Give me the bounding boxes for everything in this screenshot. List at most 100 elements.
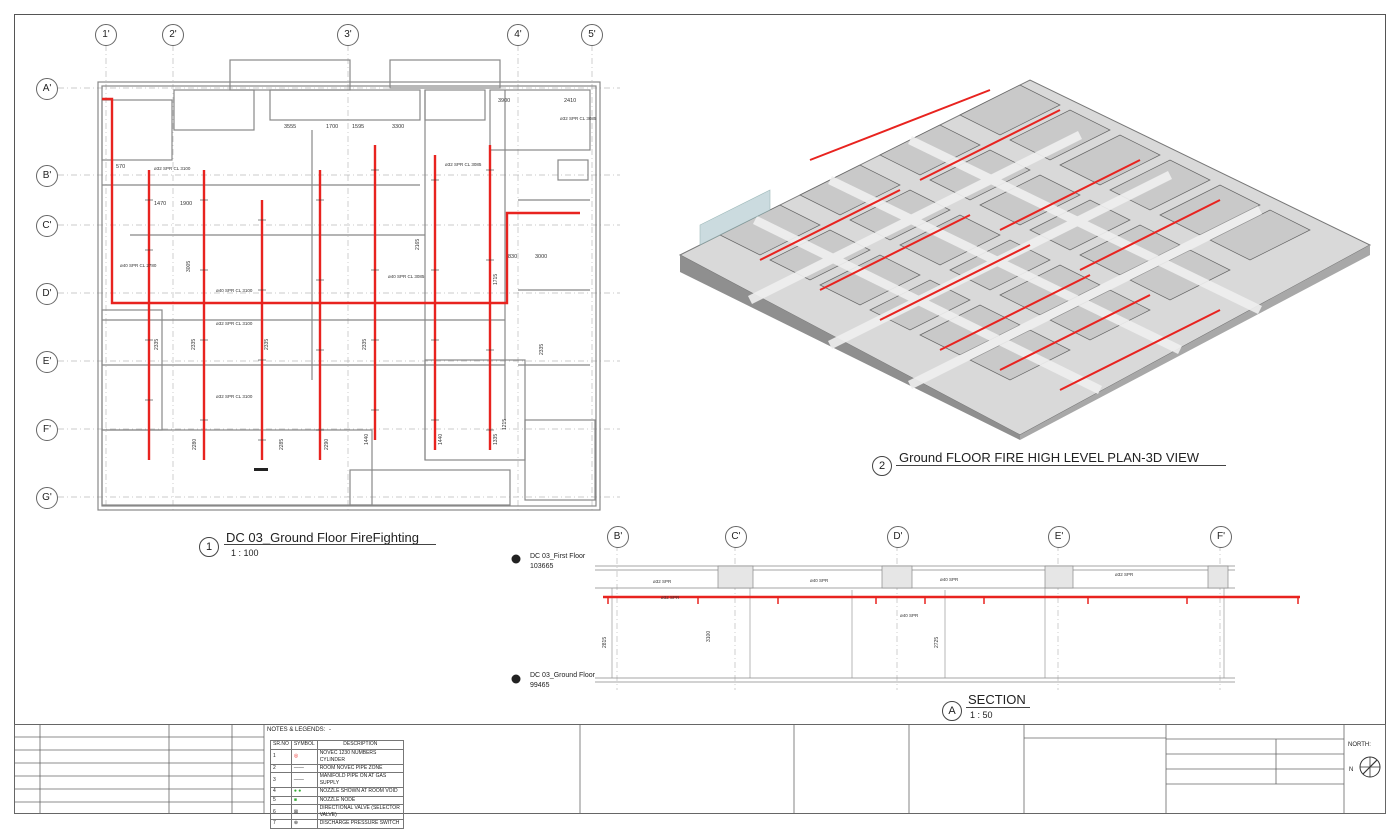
section-drawing: ø32 SPR ø32 SPR ø40 SPR ø40 SPR ø40 SPR … [511, 545, 1300, 690]
legend-row: 2—— ROOM NOVEC PIPE ZONE [270, 763, 405, 773]
plan-pipe-label: ø32 SPR CL 3100 [216, 394, 253, 399]
plan-dim: 1335 [493, 434, 499, 445]
plan-dim: 2335 [154, 339, 160, 350]
title-block-grid [14, 724, 1345, 814]
iso-view-title: Ground FLOOR FIRE HIGH LEVEL PLAN-3D VIE… [899, 450, 1200, 465]
plan-pipe-label: ø32 SPR CL 3100 [216, 321, 253, 326]
north-arrow-icon [1359, 756, 1381, 778]
pipe-line-icon: —— [293, 764, 304, 771]
legend-no: 6 [270, 804, 292, 820]
grid-bubble-col: 1' [95, 24, 117, 46]
grid-bubble-col: 3' [337, 24, 359, 46]
section-grid-bubble: B' [607, 526, 629, 548]
section-dim: 2725 [934, 637, 940, 648]
legend-row: 3——MANIFOLD PIPE ON AT GAS SUPPLY [270, 772, 405, 788]
plan-drawing: 3900 2410 3555 1700 1595 3300 570 1470 1… [58, 45, 620, 511]
legend-no: 4 [270, 787, 292, 797]
level-top-name: DC 03_First Floor [530, 553, 586, 560]
plan-dim: 1440 [364, 434, 370, 445]
section-grid-bubble: C' [725, 526, 747, 548]
legend-symbol: —— [290, 772, 318, 788]
legend-row: 4● ●NOZZLE SHOWN AT ROOM VOID [270, 787, 405, 797]
legend-no: 1 [270, 748, 292, 765]
grid-bubble-row: D' [36, 283, 58, 305]
legend-no: 2 [270, 763, 292, 773]
plan-dim: 1715 [493, 274, 499, 285]
section-grid-bubble: D' [887, 526, 909, 548]
legend-symbol: ■ [290, 795, 318, 805]
north-letter: N [1349, 767, 1354, 773]
notes-dash: - [329, 727, 331, 733]
legend-desc: NOZZLE SHOWN AT ROOM VOID [316, 787, 405, 797]
legend-row: 5■NOZZLE NODE [270, 795, 405, 805]
cylinder-icon: ◎ [293, 753, 299, 759]
plan-dim: 3000 [535, 254, 547, 260]
legend-desc: DIRECTIONAL VALVE (SELECTOR VALVE) [316, 804, 405, 820]
legend-symbol: ⊠ [290, 804, 318, 820]
legend-desc: NOVEC 1230 NUMBERS CYLINDER [316, 748, 405, 765]
level-top-value: 103665 [530, 563, 554, 570]
legend-table: SR.NO SYMBOL DESCRIPTION 1◎ NOVEC 1230 NU… [270, 740, 405, 829]
legend-symbol: ● ● [290, 787, 318, 797]
legend-header: SYMBOL [290, 740, 318, 750]
nozzle-node-icon: ■ [293, 796, 297, 803]
valve-icon: ⊠ [293, 808, 299, 815]
plan-view-scale: 1 : 100 [231, 548, 259, 558]
grid-bubble-row: B' [36, 165, 58, 187]
plan-pipe-label: ø32 SPR CL 3085 [560, 116, 597, 121]
iso-view-number: 2 [872, 456, 892, 476]
plan-view-number: 1 [199, 537, 219, 557]
notes-heading: NOTES & LEGENDS: [267, 727, 326, 733]
legend-symbol: —— [290, 763, 318, 773]
plan-title-underline [224, 544, 436, 545]
plan-dim: 830 [508, 254, 517, 260]
plan-view-title: DC 03_Ground Floor FireFighting [226, 530, 419, 545]
plan-pipe-label: ø40 SPR CL 3100 [216, 288, 253, 293]
section-label: ø32 SPR [653, 579, 672, 584]
legend-row: 1◎ NOVEC 1230 NUMBERS CYLINDER [270, 748, 405, 765]
plan-dim: 570 [116, 164, 125, 170]
level-bottom-value: 99465 [530, 682, 550, 689]
plan-dim: 1900 [180, 201, 192, 207]
section-label: ø32 SPR [1115, 572, 1134, 577]
pressure-switch-icon: ⊛ [293, 820, 299, 827]
plan-pipe-label: ø40 SPR CL 2780 [120, 263, 157, 268]
plan-dim: 3900 [498, 98, 510, 104]
plan-dim: 3555 [284, 124, 296, 130]
plan-dim: 2290 [324, 439, 330, 450]
north-label: NORTH: [1348, 742, 1371, 748]
iso-title-underline [896, 465, 1226, 466]
section-view-title: SECTION [968, 692, 1026, 707]
grid-bubble-row: E' [36, 351, 58, 373]
plan-pipe-label: ø32 SPR CL 3085 [445, 162, 482, 167]
plan-dim: 2335 [264, 339, 270, 350]
plan-dim: 2335 [539, 344, 545, 355]
legend-desc: MANIFOLD PIPE ON AT GAS SUPPLY [316, 772, 405, 788]
legend-header: DESCRIPTION [316, 740, 405, 750]
legend-header: SR.NO [270, 740, 292, 750]
plan-dim: 2335 [362, 339, 368, 350]
grid-bubble-row: A' [36, 78, 58, 100]
section-grid-bubble: F' [1210, 526, 1232, 548]
grid-bubble-row: F' [36, 419, 58, 441]
legend-no: 5 [270, 795, 292, 805]
section-label: ø40 SPR [940, 577, 959, 582]
plan-dim: 2280 [192, 439, 198, 450]
plan-dim: 2285 [279, 439, 285, 450]
section-view-number: A [942, 701, 962, 721]
grid-bubble-col: 4' [507, 24, 529, 46]
section-view-scale: 1 : 50 [970, 710, 993, 720]
legend-no: 3 [270, 772, 292, 788]
level-bottom-name: DC 03_Ground Floor [530, 672, 595, 679]
grid-bubble-col: 2' [162, 24, 184, 46]
legend-desc: ROOM NOVEC PIPE ZONE [316, 763, 405, 773]
plan-dim: 1215 [502, 419, 508, 430]
grid-bubble-row: G' [36, 487, 58, 509]
plan-dim: 1595 [352, 124, 364, 130]
section-title-underline [966, 707, 1030, 708]
legend-row: 6⊠ DIRECTIONAL VALVE (SELECTOR VALVE) [270, 804, 405, 820]
plan-dim: 3005 [186, 261, 192, 272]
plan-dim: 1700 [326, 124, 338, 130]
plan-dim: 2410 [564, 98, 576, 104]
section-label: ø32 SPR [661, 595, 680, 600]
